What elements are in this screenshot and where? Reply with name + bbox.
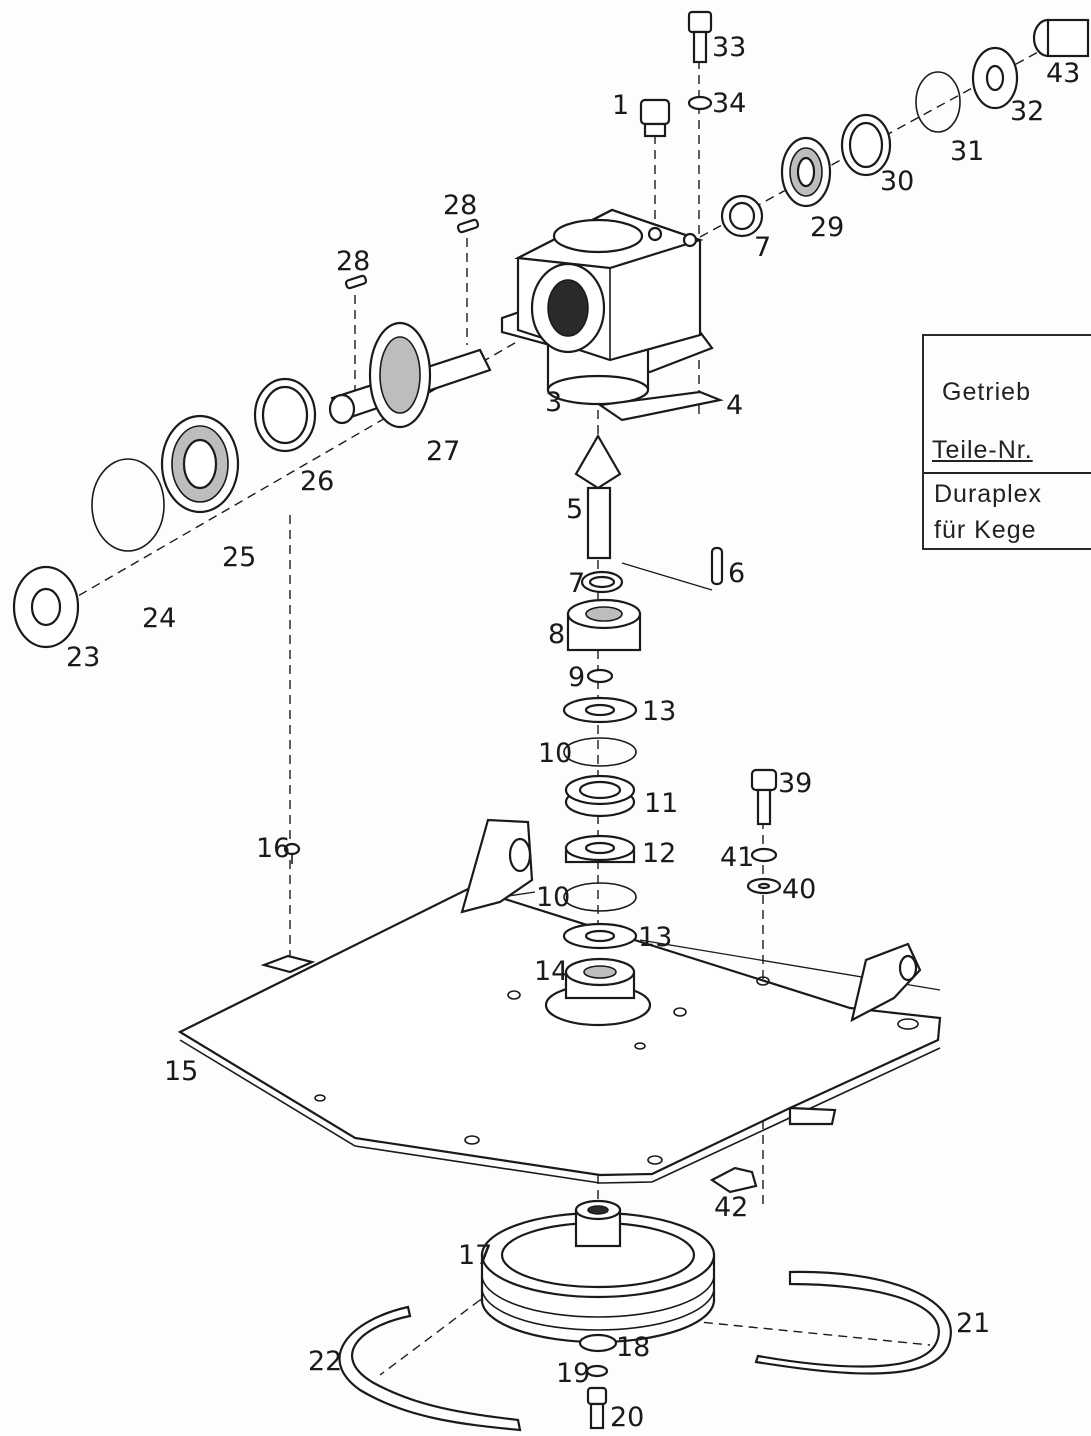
label-28-left: 28: [336, 246, 370, 277]
label-34: 34: [712, 88, 746, 119]
circlip-31: [915, 71, 961, 133]
key-6: [710, 546, 724, 586]
washer-41: [750, 847, 778, 863]
washer-40: [746, 877, 782, 895]
label-9: 9: [568, 662, 585, 693]
bearing-29: [780, 136, 832, 208]
label-8: 8: [548, 619, 565, 650]
keys-28: [344, 218, 480, 290]
label-29: 29: [810, 212, 844, 243]
seal-23: [12, 565, 80, 649]
circlip-10-lower: [563, 882, 637, 912]
shim-ring-26: [253, 377, 317, 453]
label-28-top: 28: [443, 190, 477, 221]
washer-18: [578, 1333, 618, 1353]
clip-42: [709, 1166, 758, 1194]
ring-7-center: [580, 570, 624, 594]
label-15: 15: [164, 1056, 198, 1087]
label-23: 23: [66, 642, 100, 673]
label-6: 6: [728, 558, 745, 589]
circlip-10-upper: [563, 737, 637, 767]
info-box-note-line-1: Duraplex: [934, 480, 1043, 508]
sleeve-43: [1032, 18, 1090, 58]
label-22: 22: [308, 1346, 342, 1377]
label-43: 43: [1046, 58, 1080, 89]
bolt-39: [750, 768, 778, 826]
gearbox-housing: [500, 208, 724, 422]
seal-11: [564, 774, 636, 818]
bearing-25: [160, 414, 240, 514]
part-labels: 1 3 4 5 6 7 7 8 9 10 10 11 12 13 13 14 1…: [66, 32, 1080, 1433]
label-40: 40: [782, 874, 816, 905]
bevel-gear-shaft: [328, 321, 492, 429]
label-11: 11: [644, 788, 678, 819]
washer-13-upper: [562, 696, 638, 724]
label-3: 3: [545, 387, 562, 418]
base-plate: [177, 818, 942, 1184]
label-24: 24: [142, 603, 176, 634]
label-25: 25: [222, 542, 256, 573]
info-box-title: Getrieb: [942, 378, 1031, 406]
label-42: 42: [714, 1192, 748, 1223]
belt-guard-22: [338, 1305, 522, 1432]
label-5: 5: [566, 494, 583, 525]
label-13-lower: 13: [638, 922, 672, 953]
label-39: 39: [778, 768, 812, 799]
label-7-center: 7: [568, 568, 585, 599]
pulley-17: [480, 1199, 716, 1344]
bolt-20: [586, 1386, 608, 1430]
label-14: 14: [534, 956, 568, 987]
label-4: 4: [726, 390, 743, 421]
label-1: 1: [612, 90, 629, 121]
label-26: 26: [300, 466, 334, 497]
label-41: 41: [720, 842, 754, 873]
washer-19: [585, 1364, 609, 1378]
bolt-33: [687, 10, 713, 64]
screw-16: [283, 842, 301, 864]
label-20: 20: [610, 1402, 644, 1433]
label-30: 30: [880, 166, 914, 197]
label-33: 33: [712, 32, 746, 63]
label-21: 21: [956, 1308, 990, 1339]
info-box-note-line-2: für Kege: [934, 516, 1037, 544]
bevel-pinion-5: [574, 433, 622, 560]
shim-30: [840, 113, 892, 177]
label-7-top: 7: [754, 232, 771, 263]
info-box-part-number-label: Teile-Nr.: [932, 436, 1033, 464]
circlip-24: [91, 458, 165, 552]
info-box: Getrieb Teile-Nr. Duraplex für Kege: [922, 334, 1091, 550]
label-18: 18: [616, 1332, 650, 1363]
info-box-divider: [924, 472, 1091, 474]
bearing-8: [566, 598, 642, 652]
belt-guard-21: [754, 1270, 952, 1375]
label-31: 31: [950, 136, 984, 167]
label-17: 17: [458, 1240, 492, 1271]
breather-plug-1: [639, 98, 671, 138]
label-12: 12: [642, 838, 676, 869]
label-13-upper: 13: [642, 696, 676, 727]
label-32: 32: [1010, 96, 1044, 127]
bearing-14: [564, 957, 636, 1000]
label-16: 16: [256, 833, 290, 864]
label-19: 19: [556, 1358, 590, 1389]
label-27: 27: [426, 436, 460, 467]
label-10-upper: 10: [538, 738, 572, 769]
label-10-lower: 10: [536, 882, 570, 913]
ring-9: [586, 668, 614, 684]
washer-34: [687, 95, 713, 111]
spacer-12: [564, 834, 636, 864]
seal-32: [971, 46, 1019, 110]
washer-13-lower: [562, 922, 638, 950]
ring-7-top: [720, 194, 764, 238]
